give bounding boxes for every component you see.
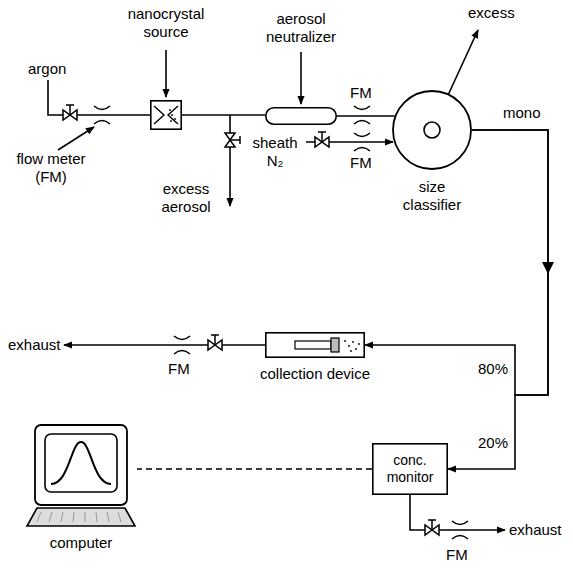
substrate-rod: [295, 341, 331, 349]
classifier-core: [424, 122, 440, 138]
particle-dot: [358, 343, 360, 345]
annotation-label: sheath N₂: [246, 134, 304, 170]
annotation-label: excess aerosol: [150, 180, 222, 216]
aerosol-neutralizer-drawing: [265, 107, 337, 125]
computer-icon: computer: [25, 422, 137, 532]
key-line: [96, 512, 97, 522]
key-line: [118, 512, 121, 522]
particle-dot: [352, 341, 354, 343]
collection-device-drawing: [265, 332, 365, 358]
leader-line: [165, 50, 167, 97]
exhaust-line: [64, 344, 265, 346]
particle-dot: [170, 120, 172, 122]
annotation-label: mono: [503, 104, 541, 122]
key-line: [49, 512, 52, 522]
key-line: [61, 512, 63, 522]
key-line: [107, 512, 109, 522]
box-text: conc. monitor: [372, 452, 448, 486]
tube-outline: [266, 108, 336, 124]
particle-dot: [350, 350, 352, 352]
node-caption: nanocrystal source: [116, 5, 216, 41]
particle-dot: [174, 118, 176, 120]
flow-line: [182, 114, 265, 116]
monitor-frame: [35, 425, 127, 505]
computer-icon-drawing: [25, 422, 137, 532]
annotation-label: exhaust: [509, 521, 562, 539]
split-percentage: 80%: [476, 360, 510, 378]
leader-line: [58, 127, 94, 150]
size-classifier-drawing: [392, 90, 472, 170]
excess-aerosol-line: [229, 115, 231, 206]
particle-dot: [348, 345, 350, 347]
device-outline: [266, 333, 364, 357]
key-line: [73, 512, 74, 522]
size-classifier: size classifier: [392, 90, 472, 170]
particle-dot: [169, 109, 171, 111]
bell-curve: [51, 442, 111, 484]
collection-device: collection device: [265, 332, 365, 358]
box-outline: [373, 444, 447, 494]
substrate: [331, 338, 339, 352]
aerosol-neutralizer: aerosol neutralizer: [265, 107, 337, 125]
keyboard: [27, 508, 135, 526]
key-line: [85, 512, 86, 522]
particle-dot: [344, 340, 346, 342]
annotation-label: exhaust: [8, 336, 61, 354]
annotation-label: flow meter (FM): [10, 150, 92, 186]
box-outline: [151, 101, 181, 129]
annotation-label: excess: [468, 4, 515, 22]
flow-line: [337, 115, 395, 117]
nanocrystal-source: nanocrystal source: [150, 100, 182, 130]
flow-line: [365, 130, 548, 395]
split-percentage: 20%: [476, 434, 510, 452]
leader-line: [300, 52, 302, 104]
node-caption: aerosol neutralizer: [251, 10, 351, 46]
node-caption: computer: [25, 534, 137, 552]
annotation-label: FM: [446, 546, 468, 564]
concentration-monitor: conc. monitor: [372, 443, 448, 495]
nanocrystal-source-drawing: [150, 100, 182, 130]
monitor-screen: [45, 434, 117, 492]
flow-meters: [94, 106, 468, 539]
flow-line: [448, 130, 548, 469]
particle-dot: [171, 114, 173, 116]
annotation-label: FM: [350, 84, 372, 102]
node-caption: size classifier: [392, 178, 472, 214]
annotation-label: FM: [168, 360, 190, 378]
key-line: [37, 512, 41, 522]
node-caption: collection device: [245, 365, 385, 383]
signal-cable: [137, 468, 372, 470]
classifier-outline: [393, 91, 471, 169]
annotation-label: FM: [350, 154, 372, 172]
source-electrodes: [154, 106, 178, 124]
particle-dot: [355, 348, 357, 350]
annotation-label: argon: [28, 60, 66, 78]
